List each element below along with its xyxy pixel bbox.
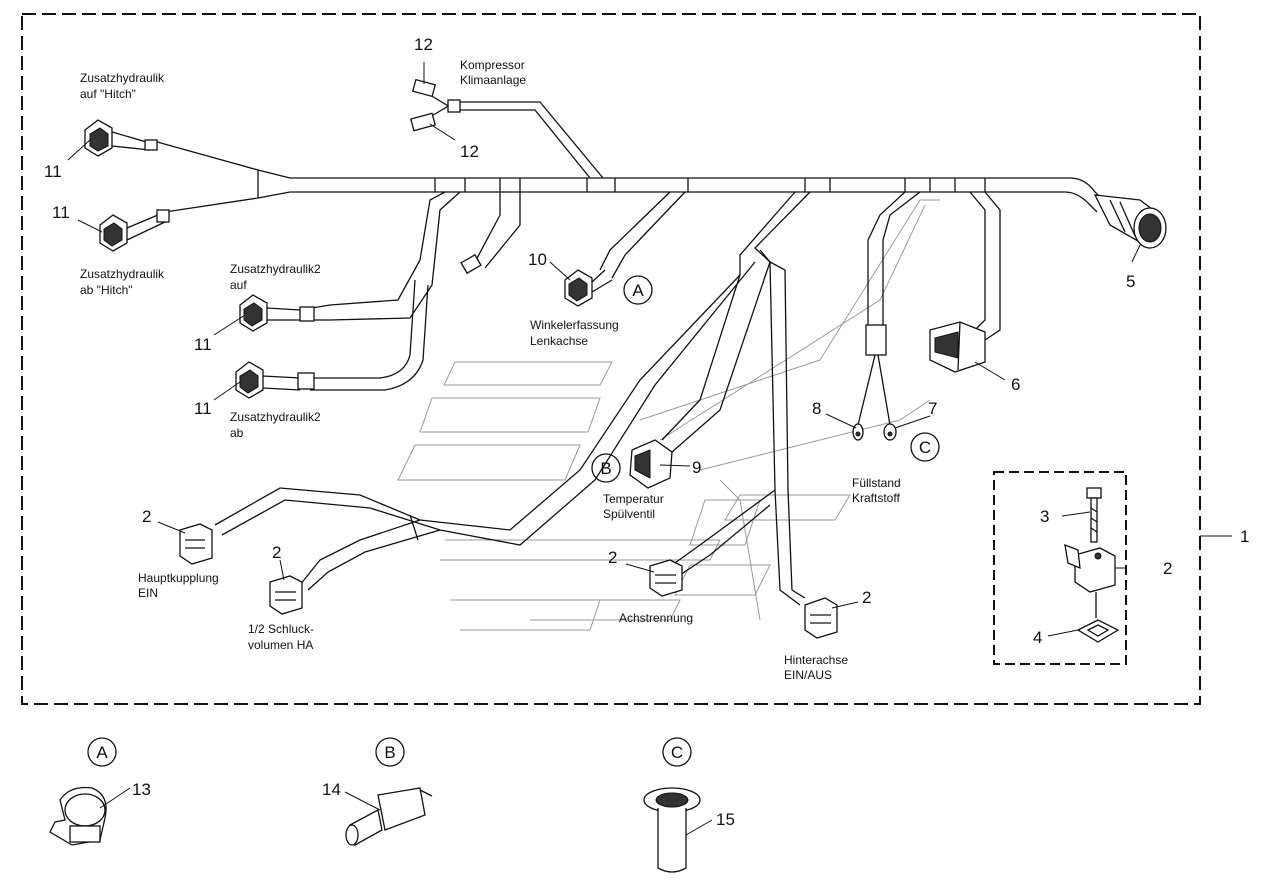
detail-c-header-circle bbox=[662, 737, 692, 767]
terminal-8 bbox=[852, 423, 864, 441]
text-labels: Zusatzhydraulik auf "Hitch" Zusatzhydrau… bbox=[80, 58, 901, 682]
solenoid-2-achstrennung bbox=[649, 559, 683, 597]
detail-b-header-circle bbox=[375, 737, 405, 767]
label-hitch-down-1: Zusatzhydraulik bbox=[80, 267, 165, 281]
label-schluck-1: 1/2 Schluck- bbox=[248, 622, 314, 636]
label-hinterachse-1: Hinterachse bbox=[784, 653, 848, 667]
main-harness-trunk bbox=[149, 139, 1104, 213]
stub-plug bbox=[460, 253, 482, 275]
callout-7: 7 bbox=[928, 399, 937, 418]
label-hauptkupplung-1: Hauptkupplung bbox=[138, 571, 219, 585]
label-zh2-down-2: ab bbox=[230, 426, 244, 440]
callout-11-d: 11 bbox=[194, 399, 212, 418]
detail-ref-a: A bbox=[632, 281, 644, 300]
solenoid-2-hinterachse bbox=[804, 597, 838, 639]
plug-12-lower bbox=[410, 112, 436, 132]
connector-6-rectangular bbox=[929, 321, 986, 373]
detail-b-header: B bbox=[384, 743, 395, 762]
label-zh2-up-1: Zusatzhydraulik2 bbox=[230, 262, 321, 276]
callout-9: 9 bbox=[692, 458, 701, 477]
detail-a-header: A bbox=[96, 743, 108, 762]
callout-10: 10 bbox=[528, 250, 547, 269]
callout-2-b: 2 bbox=[272, 543, 281, 562]
label-winkel-1: Winkelerfassung bbox=[530, 318, 619, 332]
label-hitch-up-1: Zusatzhydraulik bbox=[80, 71, 165, 85]
callout-12-b: 12 bbox=[460, 142, 479, 161]
callout-6: 6 bbox=[1011, 375, 1020, 394]
label-hinterachse-2: EIN/AUS bbox=[784, 668, 832, 682]
callout-4: 4 bbox=[1033, 628, 1042, 647]
label-zh2-down-1: Zusatzhydraulik2 bbox=[230, 410, 321, 424]
label-hauptkupplung-2: EIN bbox=[138, 586, 158, 600]
screw-3 bbox=[1086, 487, 1102, 543]
label-temperatur-2: Spülventil bbox=[603, 507, 655, 521]
callout-11-c: 11 bbox=[194, 335, 212, 354]
label-temperatur-1: Temperatur bbox=[603, 492, 664, 506]
leader-lines bbox=[67, 62, 1232, 836]
connector-5-round bbox=[1093, 194, 1167, 249]
callout-5: 5 bbox=[1126, 272, 1135, 291]
detail-ref-circles: A B C A B C bbox=[87, 275, 940, 767]
connector-11-zh2-down bbox=[235, 361, 315, 399]
callout-8: 8 bbox=[812, 399, 821, 418]
part-15-fuel-level-sender bbox=[643, 787, 701, 873]
detail-ref-b-circle bbox=[591, 453, 621, 483]
callout-2-c: 2 bbox=[608, 548, 617, 567]
callout-14: 14 bbox=[322, 780, 341, 799]
detail-a-header-circle bbox=[87, 737, 117, 767]
solenoid-2-detail bbox=[1064, 543, 1116, 593]
detail-ref-a-circle bbox=[623, 275, 653, 305]
label-kompressor-1: Kompressor bbox=[460, 58, 525, 72]
part-13-angle-sensor bbox=[49, 786, 107, 846]
callout-11-a: 11 bbox=[44, 162, 62, 181]
callout-13: 13 bbox=[132, 780, 151, 799]
detail-ref-c-circle bbox=[910, 432, 940, 462]
label-achstrennung: Achstrennung bbox=[619, 611, 693, 625]
callout-12-a: 12 bbox=[414, 35, 433, 54]
label-fuellstand-2: Kraftstoff bbox=[852, 491, 900, 505]
components bbox=[49, 78, 1167, 873]
connector-11-zh2-up bbox=[239, 294, 315, 332]
label-schluck-2: volumen HA bbox=[248, 638, 313, 652]
label-zh2-up-2: auf bbox=[230, 278, 247, 292]
connector-9-temperatur bbox=[629, 439, 673, 489]
background-machine-outline bbox=[397, 199, 940, 631]
callout-2-e: 2 bbox=[1163, 559, 1172, 578]
detail-c-header: C bbox=[671, 743, 683, 762]
callout-2-d: 2 bbox=[862, 588, 871, 607]
connector-11-hitch-up bbox=[84, 119, 158, 157]
terminal-7 bbox=[883, 423, 897, 441]
callout-2-a: 2 bbox=[142, 507, 151, 526]
harness-branches bbox=[214, 94, 1001, 606]
plug-junction bbox=[447, 99, 461, 113]
callout-3: 3 bbox=[1040, 507, 1049, 526]
callout-15: 15 bbox=[716, 810, 735, 829]
callout-11-b: 11 bbox=[52, 203, 70, 222]
label-kompressor-2: Klimaanlage bbox=[460, 73, 526, 87]
connector-10-winkel bbox=[564, 269, 613, 307]
callout-1: 1 bbox=[1240, 527, 1249, 546]
solenoid-2-hauptkupplung bbox=[179, 523, 213, 565]
gasket-4 bbox=[1076, 619, 1120, 643]
label-fuellstand-1: Füllstand bbox=[852, 476, 901, 490]
label-winkel-2: Lenkachse bbox=[530, 334, 588, 348]
part-14-temperature-sensor bbox=[345, 787, 433, 846]
assembly-boundary bbox=[21, 13, 1201, 705]
detail-ref-b: B bbox=[600, 459, 611, 478]
solenoid-2-schluckvolumen bbox=[269, 575, 303, 615]
detail-ref-c: C bbox=[919, 438, 931, 457]
label-hitch-down-2: ab "Hitch" bbox=[80, 283, 133, 297]
label-hitch-up-2: auf "Hitch" bbox=[80, 87, 136, 101]
connector-11-hitch-down bbox=[99, 209, 170, 252]
part-number-callouts: 11 11 11 11 12 12 10 5 6 7 8 9 2 2 2 2 3… bbox=[44, 35, 1249, 829]
plug-12-upper bbox=[411, 78, 437, 98]
